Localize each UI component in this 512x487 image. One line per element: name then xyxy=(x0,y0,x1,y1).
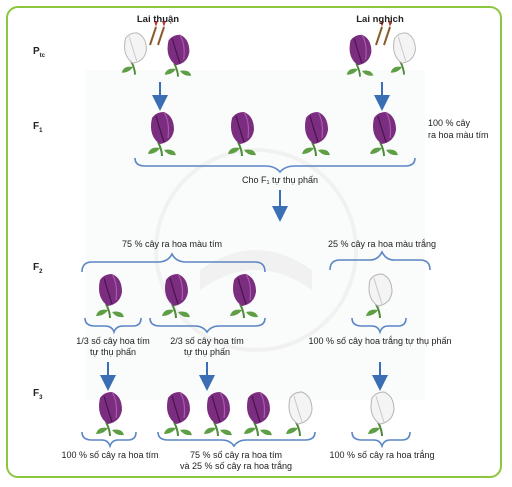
f2-group1-brace xyxy=(84,317,142,335)
f1-self-pollination: Cho F₁ tự thụ phấn xyxy=(241,175,319,185)
f2-group3-brace xyxy=(351,317,407,335)
f2-white-percent: 25 % cây ra hoa màu trắng xyxy=(327,239,437,249)
f2-group2-line2: tự thụ phấn xyxy=(183,347,231,357)
f3-result2-line2: và 25 % số cây ra hoa trắng xyxy=(179,461,293,471)
f2-group1-line1: 1/3 số cây hoa tím xyxy=(76,336,150,346)
label-f3: F3 xyxy=(33,388,43,401)
p-reverse-flowers xyxy=(345,20,417,78)
f1-brace xyxy=(134,157,416,174)
f1-note-line1: 100 % cây xyxy=(428,118,471,128)
f2-purple-brace xyxy=(81,252,266,273)
f2-purple-percent: 75 % cây ra hoa màu tím xyxy=(121,239,223,249)
header-reverse-cross: Lai nghịch xyxy=(356,14,404,25)
f3-result2-line1: 75 % số cây ra hoa tím xyxy=(189,450,283,460)
label-f1: F1 xyxy=(33,121,43,134)
f3-result1: 100 % số cây ra hoa tím xyxy=(61,450,159,460)
f3-result3: 100 % số cây ra hoa trắng xyxy=(329,450,435,460)
f2-group1-line2: tự thụ phấn xyxy=(89,347,137,357)
diagram-frame xyxy=(6,6,502,478)
f2-group2-line1: 2/3 số cây hoa tím xyxy=(170,336,244,346)
header-forward-cross: Lai thuận xyxy=(136,14,180,25)
f2-group3-label: 100 % số cây hoa trắng tự thụ phấn xyxy=(308,336,452,346)
label-p: Ptc xyxy=(33,46,46,59)
p-forward-flowers xyxy=(120,20,193,78)
f3-group3-brace xyxy=(351,431,411,449)
label-f2: F2 xyxy=(33,262,43,275)
f2-group2-brace xyxy=(149,317,266,334)
f1-note-line2: ra hoa màu tím xyxy=(428,130,489,140)
watermark xyxy=(85,70,425,400)
f3-group2-brace xyxy=(157,431,316,448)
f3-group1-brace xyxy=(81,431,137,449)
f2-white-brace xyxy=(329,250,431,271)
